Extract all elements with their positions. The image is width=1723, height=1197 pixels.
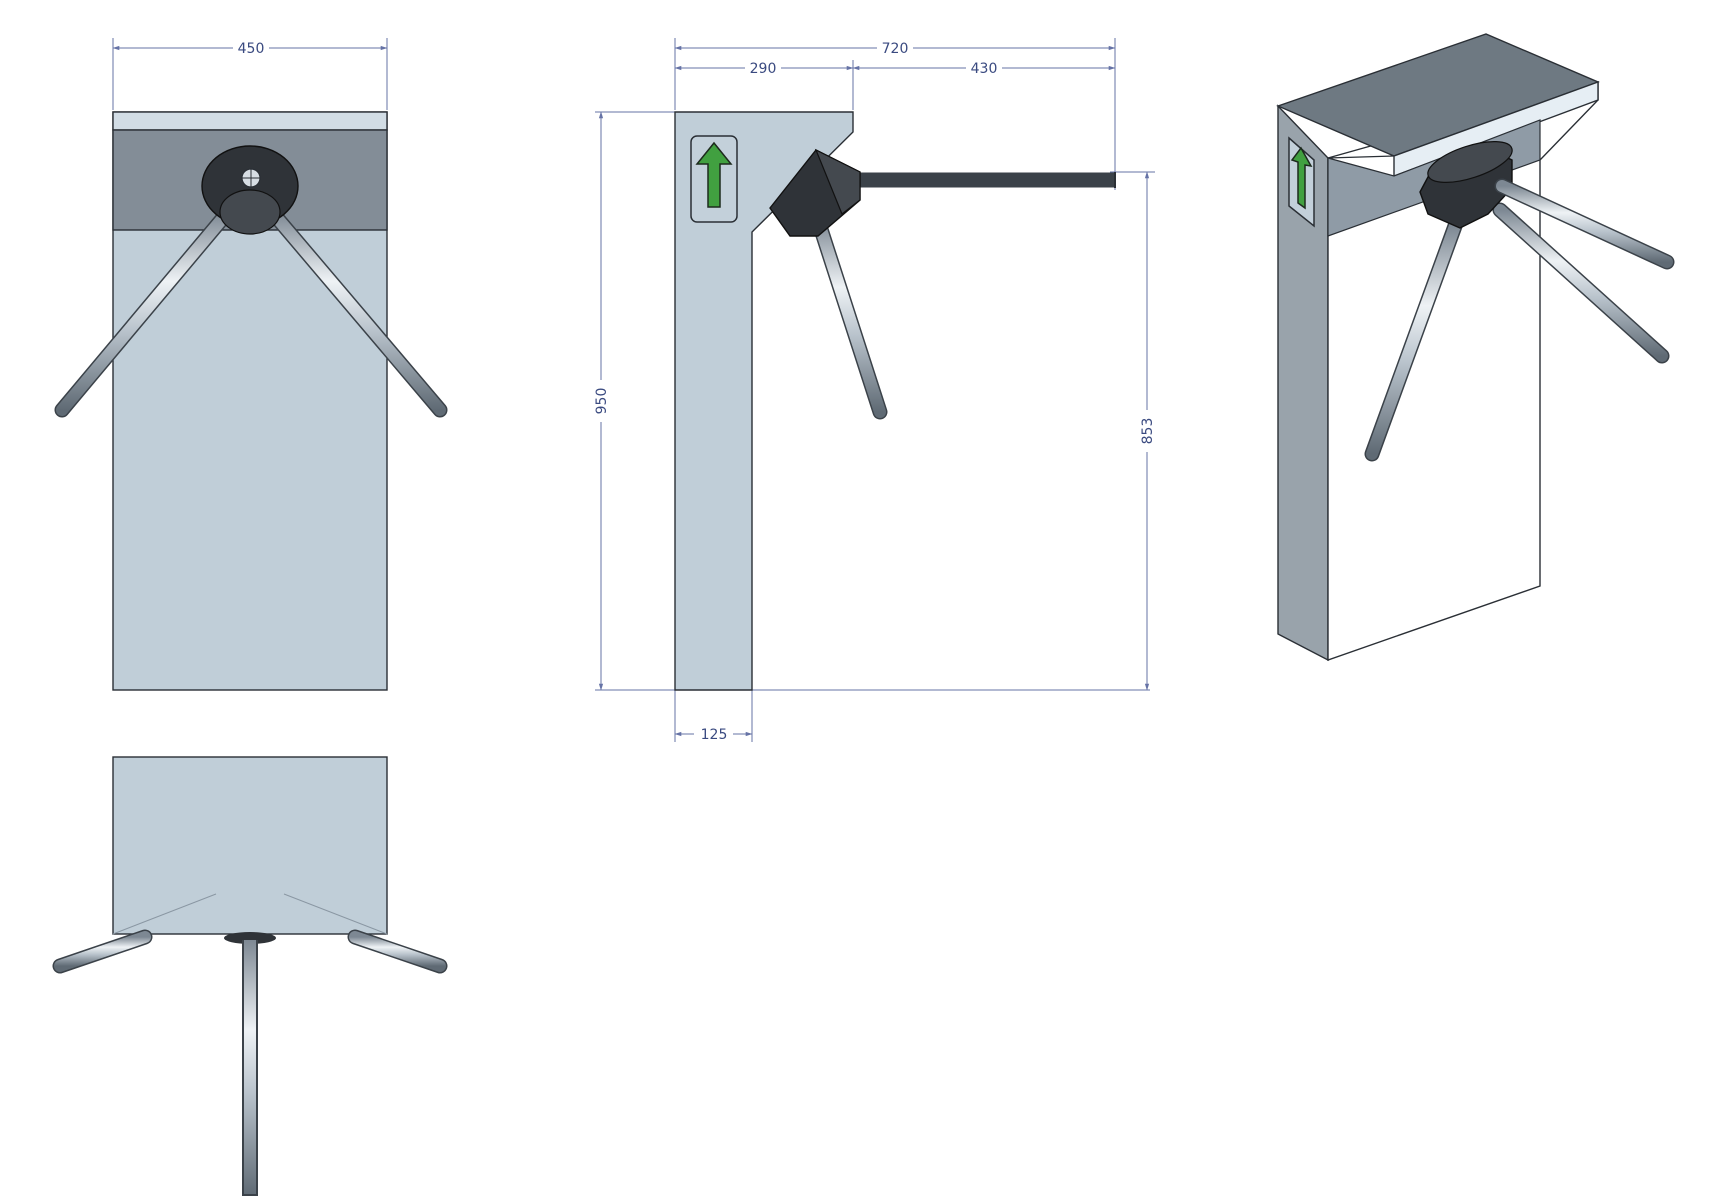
front-hub — [201, 145, 299, 235]
dimension-cabinet-depth: 290 — [674, 60, 854, 110]
front-view: 450 — [54, 38, 448, 691]
iso-arrow-up-icon — [1288, 136, 1315, 228]
dimension-label-125: 125 — [701, 727, 728, 743]
iso-arms — [1364, 202, 1670, 462]
dimension-label-290: 290 — [750, 61, 777, 77]
top-view — [52, 756, 448, 1196]
arrow-up-icon — [690, 135, 738, 223]
side-arms — [810, 172, 1116, 420]
iso-arm-back — [1494, 178, 1675, 270]
dimension-arm-reach: 430 — [852, 61, 1116, 77]
side-hub — [769, 148, 861, 237]
front-cabinet-top-strip — [112, 111, 388, 131]
iso-top-slot — [1393, 81, 1599, 178]
dimension-label-450: 450 — [238, 41, 265, 57]
dimension-label-720: 720 — [882, 41, 909, 57]
top-arms — [52, 929, 448, 1196]
dimension-label-430: 430 — [971, 61, 998, 77]
front-arms — [54, 204, 448, 418]
top-cabinet — [112, 756, 388, 935]
dimension-label-950: 950 — [594, 388, 610, 415]
dimension-post-width: 125 — [674, 690, 753, 743]
side-view: 720 290 430 950 853 — [594, 38, 1156, 743]
isometric-view — [1276, 33, 1675, 662]
dimension-arm-height: 853 — [1110, 171, 1156, 691]
side-cabinet-profile — [674, 111, 854, 691]
dimension-label-853: 853 — [1140, 418, 1156, 445]
dimension-front-width: 450 — [112, 38, 388, 110]
dimension-total-depth: 720 — [674, 38, 1116, 190]
iso-hub — [1419, 140, 1513, 229]
